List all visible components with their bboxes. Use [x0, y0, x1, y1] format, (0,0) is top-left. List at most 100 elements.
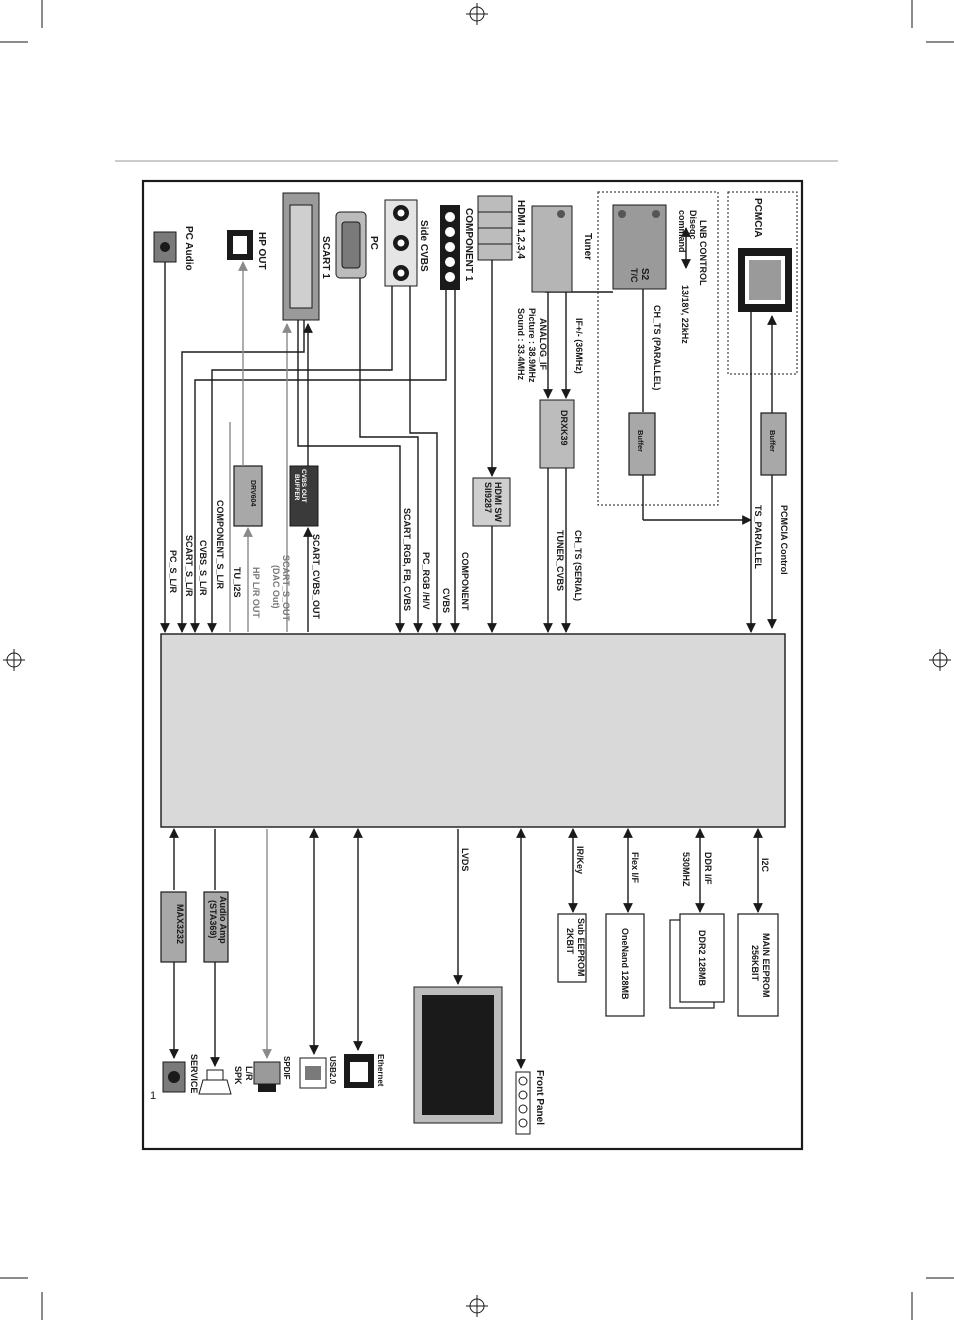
registration-mark-bottom: [466, 1295, 488, 1317]
pcmcia-dashed-box: [727, 191, 798, 375]
buffer-mid-box: [628, 412, 656, 476]
scart-rgb-line: [297, 320, 405, 633]
label-scart-s-lr: SCART_S_L/R: [184, 535, 194, 597]
label-ch-ts-serial: CH_TS (SERIAL): [573, 530, 583, 601]
label-pcmcia-control: PCMCIA Control: [779, 505, 789, 575]
lcd-panel: [413, 986, 503, 1124]
label-pc-audio: PC Audio: [183, 226, 194, 271]
label-ir-key: IR/Key: [575, 846, 585, 874]
speaker-icon: [198, 1069, 232, 1095]
page-number: 1: [150, 1090, 157, 1102]
registration-mark-right: [929, 649, 951, 671]
cvbs-s-lr-line: [207, 286, 393, 633]
registration-mark-top: [466, 3, 488, 25]
label-drxk39: DRXK39: [559, 410, 569, 446]
label-front-panel: Front Panel: [534, 1070, 545, 1125]
label-tc: T/C: [629, 268, 639, 283]
front-panel-leds: [515, 1071, 531, 1135]
buffer-top-box: [760, 412, 787, 476]
label-s2: S2: [639, 268, 650, 281]
label-cvbs-out-buffer-2: BUFFER: [293, 474, 300, 501]
label-command: command: [677, 210, 687, 253]
label-lr: L/R: [244, 1066, 254, 1081]
label-service: SERVICE: [189, 1054, 199, 1093]
label-tuner-cvbs: TUNER_CVBS: [555, 530, 565, 591]
label-lnb-voltage: 13/18V, 22kHz: [680, 285, 690, 344]
label-if: IF+/- (36MHz): [574, 318, 584, 374]
label-cvbs-s-lr: CVBS_S_L/R: [198, 540, 208, 596]
component1-jacks: [440, 205, 460, 290]
label-side-cvbs: Side CVBS: [418, 220, 429, 272]
label-hp-out: HP OUT: [256, 232, 267, 270]
label-i2c: I2C: [760, 858, 770, 873]
soc-block: [160, 633, 786, 828]
label-analog-if: ANALOG_IF: [538, 318, 548, 371]
label-component: COMPONENT: [460, 552, 470, 611]
drv604-box: [233, 465, 263, 527]
hp-out-jack: [227, 230, 253, 260]
label-scart-s-out: SCART_S_OUT: [281, 555, 291, 622]
cvbs-line: [409, 286, 442, 633]
label-onenand: OneNand 128MB: [620, 928, 630, 1000]
hdmi-connectors: [477, 195, 513, 261]
audio-amp-box: [203, 891, 229, 963]
label-spk: SPK: [233, 1066, 243, 1085]
service-jack: [162, 1061, 186, 1093]
label-audio-amp-2: (STA369): [208, 900, 218, 938]
label-component1: COMPONENT 1: [463, 208, 474, 282]
label-ddr2: DDR2 128MB: [697, 930, 707, 987]
label-lvds: LVDS: [460, 848, 470, 871]
label-sub-eeprom-2: 2KBIT: [565, 928, 575, 955]
label-buffer-mid: Buffer: [636, 430, 645, 452]
label-tu-i2s: TU_I2S: [232, 567, 242, 598]
label-ddr-if: DDR I/F: [703, 852, 713, 885]
label-component-s-lr: COMPONENT_S_L/R: [215, 500, 225, 590]
label-lnb-control: LNB CONTROL: [698, 220, 708, 286]
label-cvbs: CVBS: [441, 588, 451, 613]
label-main-eeprom-2: 256KBIT: [750, 945, 760, 982]
label-audio-amp-1: Audio Amp: [218, 896, 228, 944]
side-cvbs-jacks: [384, 199, 418, 287]
label-ch-ts-parallel: CH_TS (PARALLEL): [652, 305, 662, 390]
label-scart-rgb: SCART_RGB, FB, CVBS: [402, 508, 412, 611]
label-hdmi: HDMI 1,2,3,4: [515, 200, 526, 259]
label-ddr-freq: 530MHZ: [681, 852, 691, 887]
main-eeprom-box: [737, 913, 779, 1017]
max3232-box: [160, 891, 187, 963]
label-sound: Sound : 33.4MHz: [516, 308, 526, 381]
onenand-box: [605, 913, 645, 1017]
drxk39-box: [539, 399, 575, 469]
sub-eeprom-box: [557, 913, 587, 983]
usb-icon: [299, 1057, 327, 1089]
label-drv604: DRV604: [249, 480, 256, 506]
label-pc: PC: [368, 236, 379, 250]
label-hdmi-sw-2: SII9287: [483, 482, 493, 513]
component-s-lr-line: [190, 290, 447, 633]
s2-tuner-can: [612, 204, 667, 290]
label-dac-out: (DAC Out): [271, 565, 281, 609]
label-picture: Picture : 38.9MHz: [527, 308, 537, 383]
label-hp-lr-out: HP L/R OUT: [251, 567, 261, 618]
tuner-can: [531, 205, 573, 293]
label-sub-eeprom-1: Sub EEPROM: [576, 918, 586, 977]
ddr2-box: [679, 913, 725, 1003]
spdif-icon: [253, 1061, 281, 1092]
label-ts-parallel: TS_PARALLEL: [753, 505, 763, 569]
hdmi-sw-box: [472, 477, 511, 527]
label-tuner: Tuner: [582, 233, 593, 260]
label-main-eeprom-1: MAIN EEPROM: [761, 933, 771, 998]
pcmcia-slot-icon: [738, 248, 792, 312]
pc-rgb-line: [359, 278, 423, 633]
label-max3232: MAX3232: [175, 904, 185, 944]
label-pcmcia: PCMCIA: [752, 198, 763, 237]
label-cvbs-out-buffer-1: CVBS OUT: [300, 469, 307, 503]
cvbs-out-buffer-box: [289, 465, 319, 527]
label-pc-rgb: PC_RGB /H/V: [421, 552, 431, 610]
label-ethernet: Ethernet: [376, 1054, 385, 1087]
label-usb: USB2.0: [328, 1056, 337, 1085]
label-hdmi-sw-1: HDMI SW: [493, 482, 503, 523]
scart-connector: [282, 192, 320, 321]
